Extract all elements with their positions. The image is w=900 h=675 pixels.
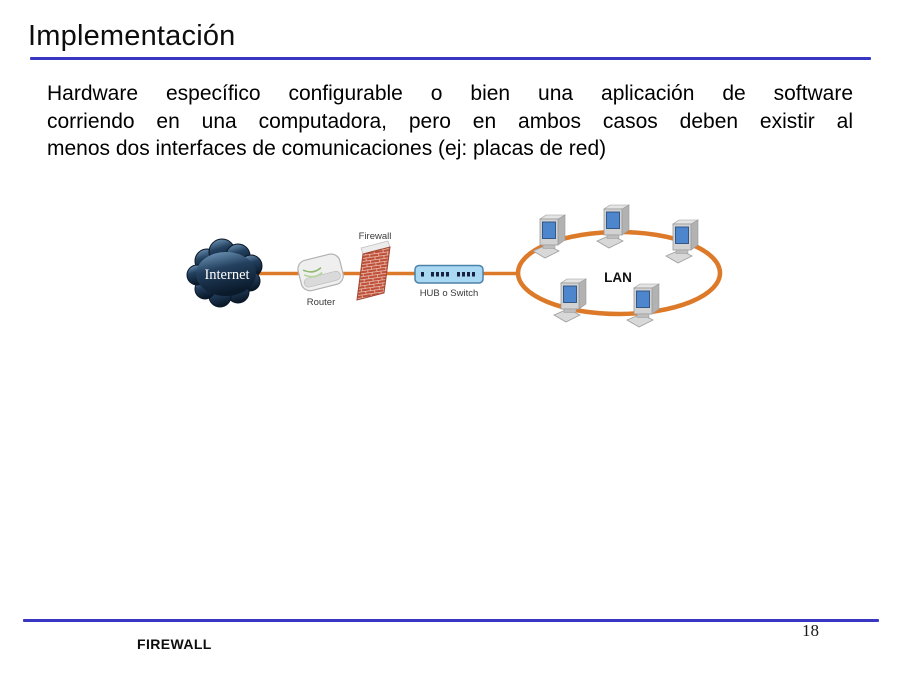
hub-label: HUB o Switch xyxy=(420,288,479,299)
body-line-2: corriendo en una computadora, pero en am… xyxy=(47,109,853,133)
slide-title: Implementación xyxy=(28,20,236,52)
page-number: 18 xyxy=(802,621,819,640)
computer-icon xyxy=(596,204,630,249)
firewall-label: Firewall xyxy=(359,231,392,242)
internet-cloud-icon: Internet xyxy=(186,238,263,308)
body-line-1: Hardware específico configurable o bien … xyxy=(47,82,853,105)
title-underline xyxy=(30,57,871,60)
body-paragraph: Hardware específico configurable o bien … xyxy=(47,80,853,163)
internet-label: Internet xyxy=(204,267,249,283)
computer-icon xyxy=(532,214,566,259)
hub-switch-icon: HUB o Switch xyxy=(414,264,484,299)
computer-icon xyxy=(553,278,587,323)
lan-label: LAN xyxy=(604,270,632,285)
router-label: Router xyxy=(307,297,336,308)
computer-icon xyxy=(665,219,699,264)
footer-title: FIREWALL xyxy=(137,636,212,652)
firewall-icon: Firewall xyxy=(356,231,392,301)
computer-icon xyxy=(626,283,660,328)
body-line-3: menos dos interfaces de comunicaciones (… xyxy=(47,137,607,160)
network-diagram: Internet Router Firewall xyxy=(186,204,723,328)
footer-rule xyxy=(23,619,879,622)
router-icon: Router xyxy=(297,253,344,308)
